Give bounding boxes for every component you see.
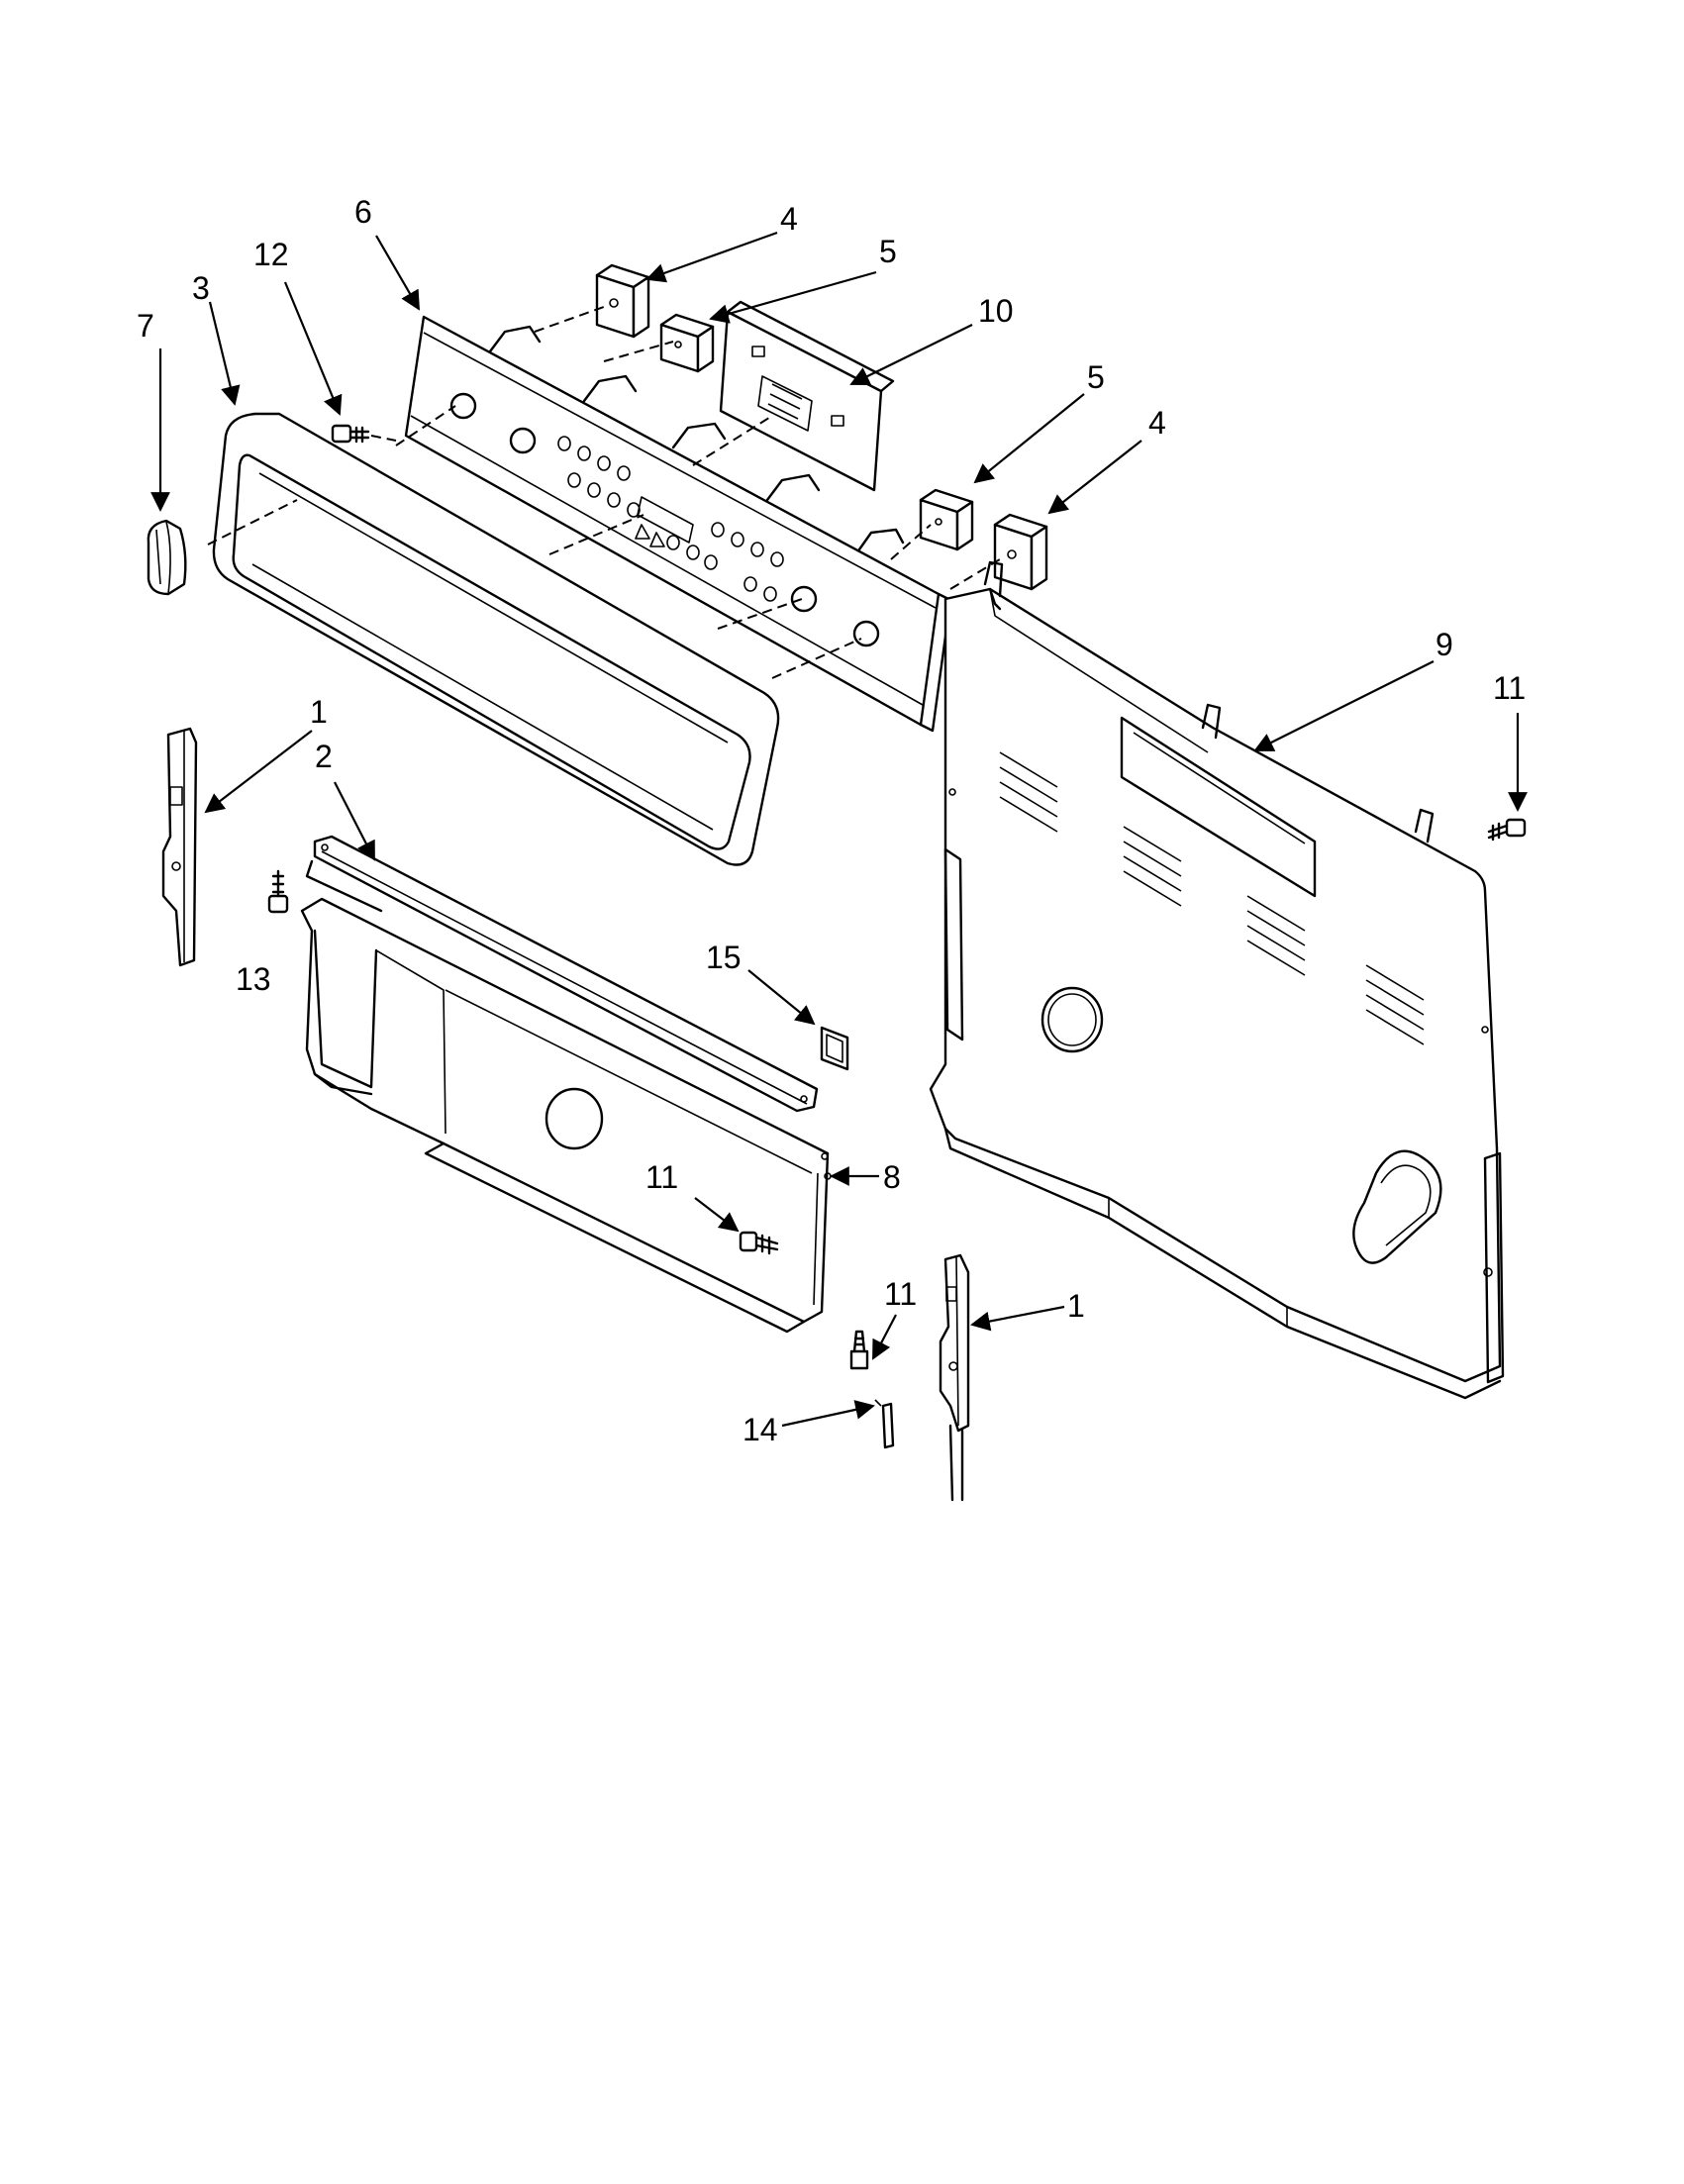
screw-12-part[interactable] — [331, 424, 370, 444]
side-bracket-1a-part[interactable] — [161, 727, 198, 967]
callout-3: 3 — [192, 270, 210, 306]
callout-5-top: 5 — [879, 234, 897, 269]
knob-part[interactable] — [147, 519, 187, 596]
callout-4-top: 4 — [780, 201, 798, 237]
callout-11-lower: 11 — [884, 1276, 917, 1312]
leader-lines — [150, 231, 1528, 1428]
rear-panel-part[interactable] — [929, 560, 1505, 1400]
callout-13: 13 — [236, 961, 271, 997]
callout-9: 9 — [1436, 627, 1453, 662]
callout-11-right: 11 — [1493, 670, 1526, 706]
callout-6: 6 — [354, 194, 372, 230]
screw-11a-part[interactable] — [1487, 818, 1527, 842]
screw-13-part[interactable] — [267, 869, 289, 914]
callout-1-left: 1 — [310, 694, 328, 730]
callout-11-middle: 11 — [645, 1159, 678, 1195]
callout-14: 14 — [743, 1412, 778, 1447]
console-trim-part[interactable] — [212, 412, 780, 866]
switch-4a-part[interactable] — [595, 263, 650, 339]
side-bracket-1b-part[interactable] — [939, 1253, 970, 1502]
switch-4b-part[interactable] — [993, 513, 1048, 591]
callout-4-bottom: 4 — [1148, 405, 1166, 441]
clip-15-part[interactable] — [820, 1026, 849, 1071]
callout-5-bottom: 5 — [1087, 359, 1105, 395]
switch-5a-part[interactable] — [659, 313, 715, 373]
screw-11b-part[interactable] — [739, 1231, 779, 1255]
callout-12: 12 — [253, 237, 289, 272]
callout-15: 15 — [706, 940, 742, 975]
callout-1-right: 1 — [1067, 1288, 1085, 1324]
rail-2-part[interactable] — [305, 835, 819, 1113]
callout-labels: 7 3 12 6 4 5 10 5 4 9 11 1 2 13 15 8 11 … — [137, 194, 1526, 1447]
lower-panel-part[interactable] — [300, 897, 832, 1334]
callout-8: 8 — [883, 1159, 901, 1195]
switch-5b-part[interactable] — [919, 488, 974, 551]
screw-11c-part[interactable] — [849, 1330, 869, 1370]
assembly-guides — [207, 306, 1001, 679]
control-board-part[interactable] — [719, 300, 895, 492]
callout-2: 2 — [315, 739, 333, 774]
control-panel-part[interactable] — [404, 315, 952, 733]
callout-7: 7 — [137, 308, 154, 344]
bracket-14-part[interactable] — [874, 1399, 895, 1449]
callout-10: 10 — [978, 293, 1014, 329]
